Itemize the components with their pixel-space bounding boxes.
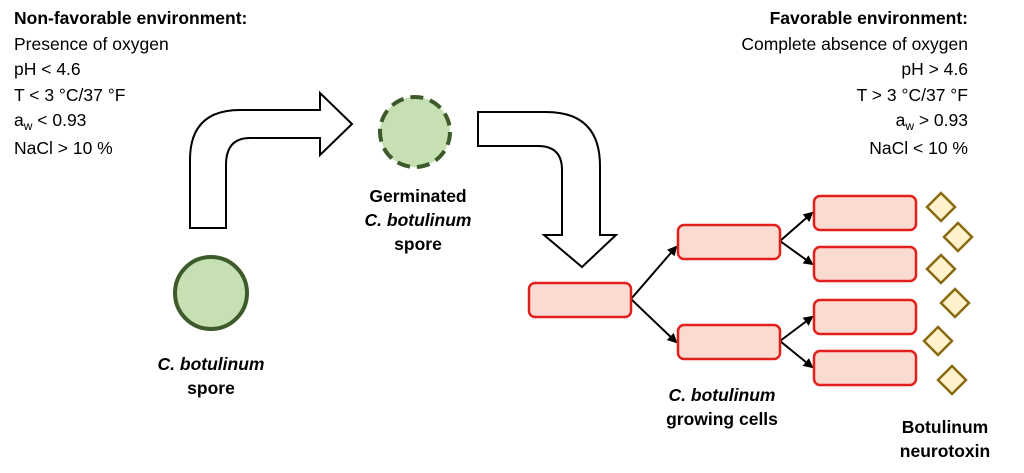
cell-gen2-2	[812, 245, 918, 283]
neurotoxin-label: Botulinum neurotoxin	[899, 417, 991, 461]
cell-gen0	[527, 281, 633, 319]
spore-label: C. botulinum spore	[157, 354, 265, 398]
cell-gen1-bottom	[676, 323, 782, 361]
cell-gen2-4	[812, 349, 918, 387]
toxin-diamond-icon	[922, 325, 954, 357]
water-activity-condition: aw < 0.93	[14, 110, 87, 133]
temperature-condition: T > 3 °C/37 °F	[856, 84, 968, 105]
water-activity-condition: aw > 0.93	[895, 110, 968, 133]
oxygen-condition: Presence of oxygen	[14, 33, 169, 54]
toxin-diamond-icon	[936, 364, 968, 396]
toxin-diamond-icon	[942, 221, 974, 253]
growing-cells	[527, 194, 918, 387]
non-favorable-conditions: Non-favorable environment: Presence of o…	[14, 6, 247, 161]
neurotoxin-molecules	[922, 191, 974, 396]
ph-condition: pH > 4.6	[901, 59, 968, 79]
germination-arrow	[189, 90, 354, 229]
germinated-spore-icon	[378, 95, 452, 169]
toxin-diamond-icon	[939, 287, 971, 319]
germinated-spore-label: Germinated C. botulinum spore	[364, 186, 472, 254]
nacl-condition: NaCl < 10 %	[869, 137, 968, 158]
toxin-diamond-icon	[925, 253, 957, 285]
branch-lines	[630, 211, 814, 369]
temperature-condition: T < 3 °C/37 °F	[14, 84, 126, 105]
growing-cells-label: C. botulinum growing cells	[666, 385, 778, 429]
toxin-diamond-icon	[925, 191, 957, 223]
cell-gen2-1	[812, 194, 918, 232]
favorable-conditions: Favorable environment: Complete absence …	[741, 6, 968, 161]
nacl-condition: NaCl > 10 %	[14, 137, 113, 158]
oxygen-condition: Complete absence of oxygen	[741, 33, 968, 54]
ph-condition: pH < 4.6	[14, 59, 81, 79]
spore-icon	[173, 255, 249, 331]
non-favorable-title: Non-favorable environment:	[14, 8, 248, 28]
growth-arrow	[477, 111, 619, 269]
cell-gen2-3	[812, 298, 918, 336]
cell-gen1-top	[676, 223, 782, 261]
favorable-title: Favorable environment:	[769, 8, 968, 28]
